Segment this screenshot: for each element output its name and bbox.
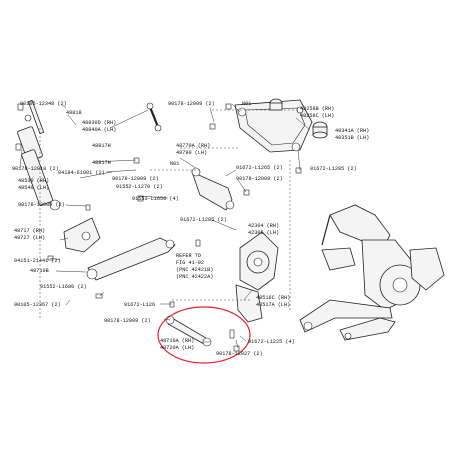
label-91672-l126: 91672-L126 [124, 302, 155, 308]
label-pnc-1: (PNC 42421B) [176, 267, 213, 273]
label-91672-l1285: 91672-L1285 (2) [310, 166, 357, 172]
shock-absorber [17, 99, 61, 211]
label-90105-12348: 90105-12348 (2) [20, 101, 67, 107]
label-91552-l1680: 91552-L1680 (2) [40, 284, 87, 290]
label-48720a: 48720A (LH) [160, 345, 194, 351]
fasteners [15, 103, 302, 352]
label-91553-l1650: 91553-L1650 (4) [132, 196, 179, 202]
knuckle [235, 231, 279, 323]
bushings [269, 98, 328, 139]
label-n01-b: N01 [170, 161, 179, 167]
assembly-view [299, 204, 445, 341]
label-91672-l1225: 91672-L1225 (4) [248, 339, 295, 345]
label-90178-12009-b: 90178-12009 (2) [112, 176, 159, 182]
label-42304: 42304 (RH) [248, 223, 279, 229]
label-48341a: 48341A (RH) [335, 128, 369, 134]
label-pnc-2: (PNC 42422A) [176, 274, 213, 280]
leader-lines [19, 103, 311, 349]
lower-arm-left [63, 217, 101, 253]
label-94184-61001: 94184-61001 (2) [58, 170, 105, 176]
label-48530: 48530 (RH) [18, 178, 49, 184]
label-48717: 48717 (RH) [14, 228, 45, 234]
label-90178-12027: 90178-12027 (2) [216, 351, 263, 357]
label-90105-12367: 90105-12367 (2) [14, 302, 61, 308]
label-48840a: 48840A (LH) [82, 127, 116, 133]
label-48516c: 48516C (RH) [256, 295, 290, 301]
label-91672-l1285-b: 91672-L1285 (2) [180, 217, 227, 223]
label-48351b: 48351B (LH) [335, 135, 369, 141]
label-90178-12009-d: 90178-12009 (2) [18, 202, 65, 208]
label-48517a: 48517A (LH) [256, 302, 290, 308]
label-91672-l1265: 91672-L1265 (2) [236, 165, 283, 171]
label-48258b: 48258B (RH) [300, 106, 334, 112]
label-90178-12018: 90178-12018 (2) [12, 166, 59, 172]
highlight-circle [157, 306, 251, 364]
label-90178-12009-c: 90178-12009 (2) [236, 176, 283, 182]
label-48790: 48790 (LH) [176, 150, 207, 156]
label-91552-l1270: 91552-L1270 (2) [116, 184, 163, 190]
toe-link [191, 167, 235, 211]
label-42305: 42305 (LH) [248, 230, 279, 236]
dashed-lines [39, 109, 300, 320]
label-48540: 48540 (LH) [18, 185, 49, 191]
label-48710a: 48710A (RH) [160, 338, 194, 344]
label-90178-12009-a: 90178-12009 (2) [168, 101, 215, 107]
label-48818: 48818 [66, 110, 82, 116]
stabilizer-link [146, 102, 162, 132]
label-48727: 48727 (LH) [14, 235, 45, 241]
label-fig: FIG 41-02 [176, 260, 204, 266]
label-refer-to: REFER TO [176, 253, 201, 259]
label-94151-21441: 94151-21441 (2) [14, 258, 61, 264]
label-48770a: 48770A (RH) [176, 143, 210, 149]
label-90178-12009-e: 90178-12009 (2) [104, 318, 151, 324]
upper-arm [234, 99, 313, 153]
label-48817h-a: 48817H [92, 143, 111, 149]
label-n01-a: N01 [242, 101, 251, 107]
lateral-link-highlighted [165, 315, 235, 347]
label-48710b: 48710B [30, 268, 49, 274]
label-48817h-b: 48817H [92, 160, 111, 166]
label-48830d: 48830D (RH) [82, 120, 116, 126]
label-48258c: 48258C (LH) [300, 113, 334, 119]
lateral-link-lower [86, 237, 176, 281]
part-labels: 90105-12348 (2) 48818 48830D (RH) 48840A… [12, 101, 369, 357]
